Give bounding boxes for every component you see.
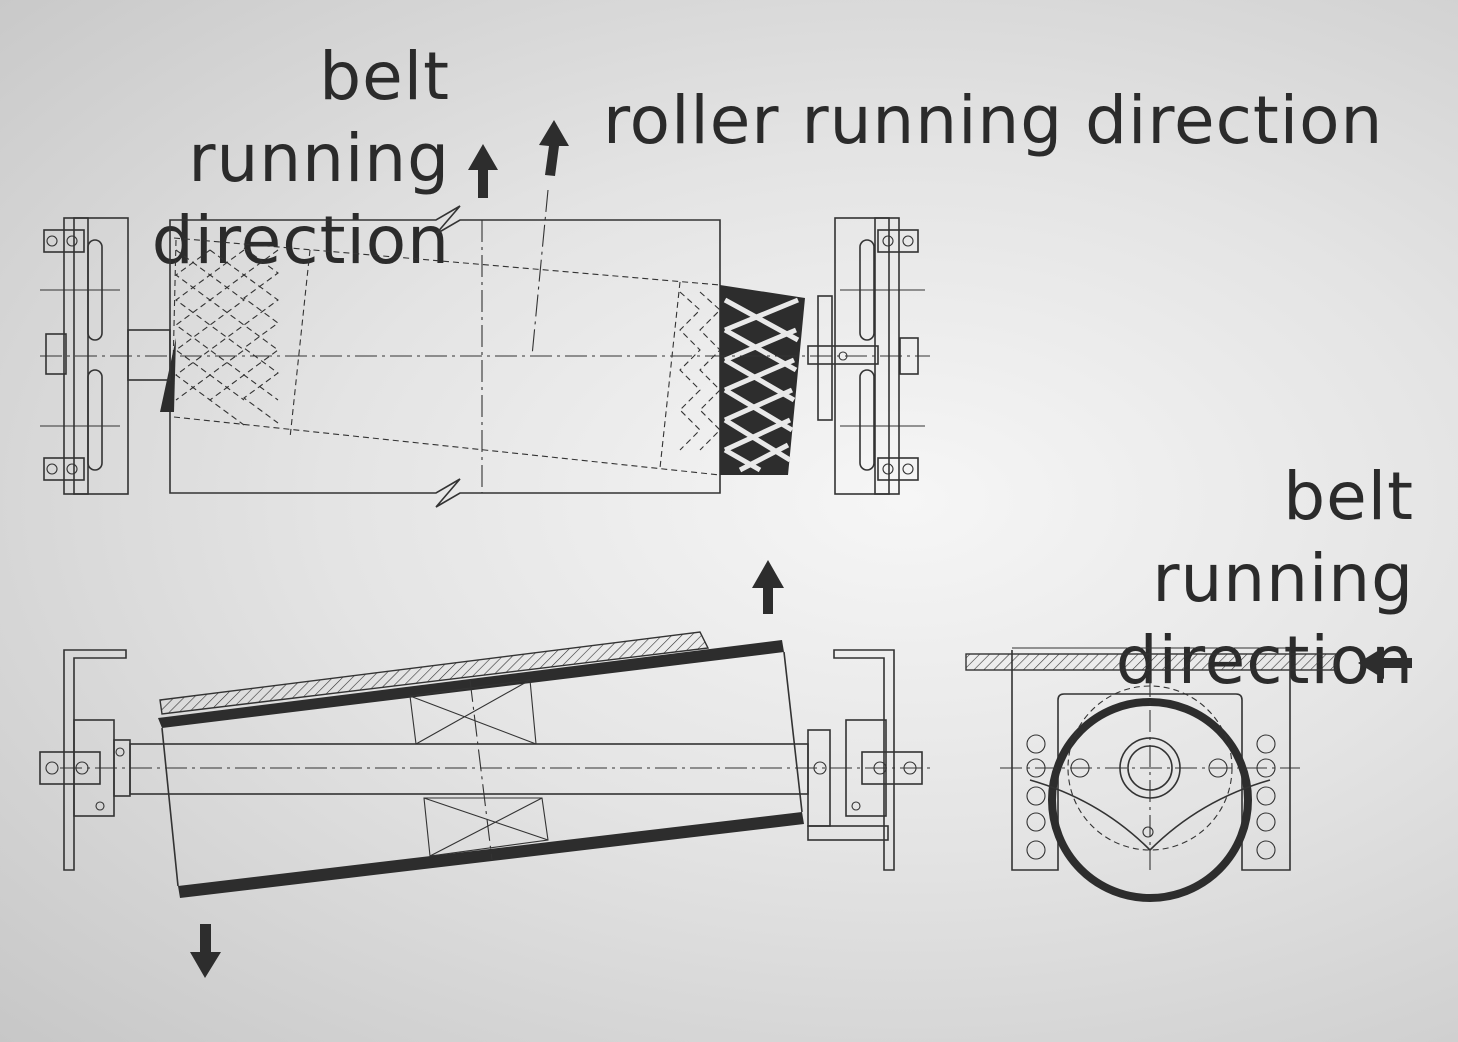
arrow-up-icon [539, 120, 569, 176]
side-view-roller [60, 631, 930, 898]
arrow-down-icon [190, 924, 221, 978]
lagging-pattern-right [679, 291, 721, 451]
left-bracket-side [39, 649, 131, 871]
arrow-left-icon [1358, 647, 1412, 679]
belt-running-label-line2: direction [151, 202, 450, 279]
belt-running-direction-label-right: belt running direction [1000, 456, 1414, 702]
roller-running-direction-label: roller running direction [603, 82, 1384, 159]
belt-running-direction-label-top: belt running direction [40, 36, 450, 282]
left-bracket-top [40, 217, 129, 495]
arrow-up-icon [468, 144, 498, 198]
right-bracket-side [807, 649, 923, 871]
arrow-up-icon [752, 560, 784, 614]
rubber-lagging-dark [720, 285, 805, 475]
end-view-roller [965, 640, 1337, 902]
right-bracket-top [834, 217, 925, 495]
belt-running-right-line1: belt running [1152, 458, 1414, 617]
top-view-roller [40, 189, 930, 508]
bolt-holes-right [1256, 734, 1276, 860]
belt-running-label-line1: belt running [188, 38, 450, 197]
bolt-holes-left [1026, 734, 1046, 860]
lagging-pattern-left [175, 247, 279, 426]
